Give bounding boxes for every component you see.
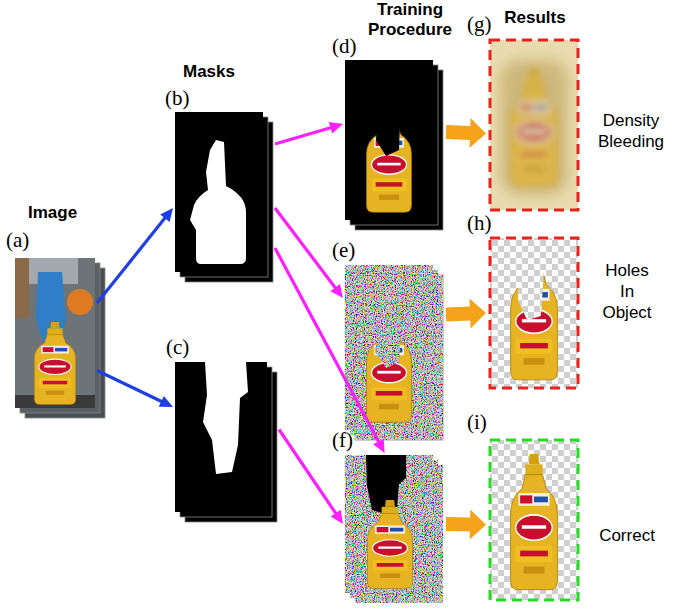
image-panel: Masks(b): [175, 112, 263, 272]
panel-heading: Training Procedure: [360, 0, 460, 40]
arrow-head: [160, 208, 173, 222]
flow-arrow: [97, 208, 173, 303]
training-stack: [345, 455, 443, 603]
image-panel: Image(a): [15, 258, 95, 408]
arrow-shaft: [275, 127, 333, 144]
arrow-shaft: [275, 208, 337, 290]
arrow-head: [373, 439, 384, 453]
arrow-shaft: [279, 430, 337, 516]
image-panel: (c): [175, 362, 267, 512]
callout-letter: (e): [332, 238, 355, 262]
flow-arrow: [275, 248, 385, 453]
arrow-head: [330, 284, 343, 298]
result-label: Holes In Object: [598, 260, 656, 323]
block-arrow: [446, 299, 486, 329]
training-stack: [345, 265, 443, 440]
image-panel: (h)Holes In Object: [490, 238, 578, 388]
arrow-shaft: [97, 216, 167, 303]
block-arrow: [446, 509, 486, 539]
arrow-shaft: [275, 248, 380, 444]
block-arrow-shape: [446, 118, 486, 148]
result-label: Correct: [596, 525, 658, 546]
image-panel: Results(g)Density Bleeding: [490, 40, 578, 210]
result-render: [490, 238, 578, 388]
image-panel: Training Procedure(d): [345, 60, 433, 220]
panel-heading: Image: [28, 203, 77, 223]
callout-letter: (d): [332, 34, 357, 58]
mask-stack: [175, 362, 277, 522]
image-panel: (e): [345, 265, 433, 430]
flow-arrow: [275, 122, 343, 144]
callout-letter: (c): [166, 335, 189, 359]
callout-letter: (b): [165, 86, 190, 110]
result-render: [490, 40, 578, 210]
callout-letter: (h): [467, 211, 492, 235]
arrow-head: [159, 396, 173, 407]
arrow-shaft: [97, 371, 164, 403]
training-stack: [345, 60, 443, 230]
callout-letter: (a): [6, 228, 29, 252]
arrow-head: [331, 510, 343, 524]
result-label: Density Bleeding: [590, 110, 672, 152]
panel-heading: Results: [499, 8, 571, 28]
result-render: [490, 440, 578, 600]
callout-letter: (i): [467, 410, 487, 434]
block-arrow-shape: [446, 509, 486, 539]
image-stack: [15, 258, 105, 418]
mask-stack: [175, 112, 273, 282]
block-arrow: [446, 118, 486, 148]
flow-arrow: [97, 371, 173, 408]
arrow-head: [329, 122, 343, 134]
callout-letter: (f): [332, 428, 353, 452]
callout-letter: (g): [467, 12, 492, 36]
image-panel: (f): [345, 455, 433, 593]
panel-heading: Masks: [183, 62, 235, 82]
image-panel: (i)Correct: [490, 440, 578, 600]
block-arrow-shape: [446, 299, 486, 329]
